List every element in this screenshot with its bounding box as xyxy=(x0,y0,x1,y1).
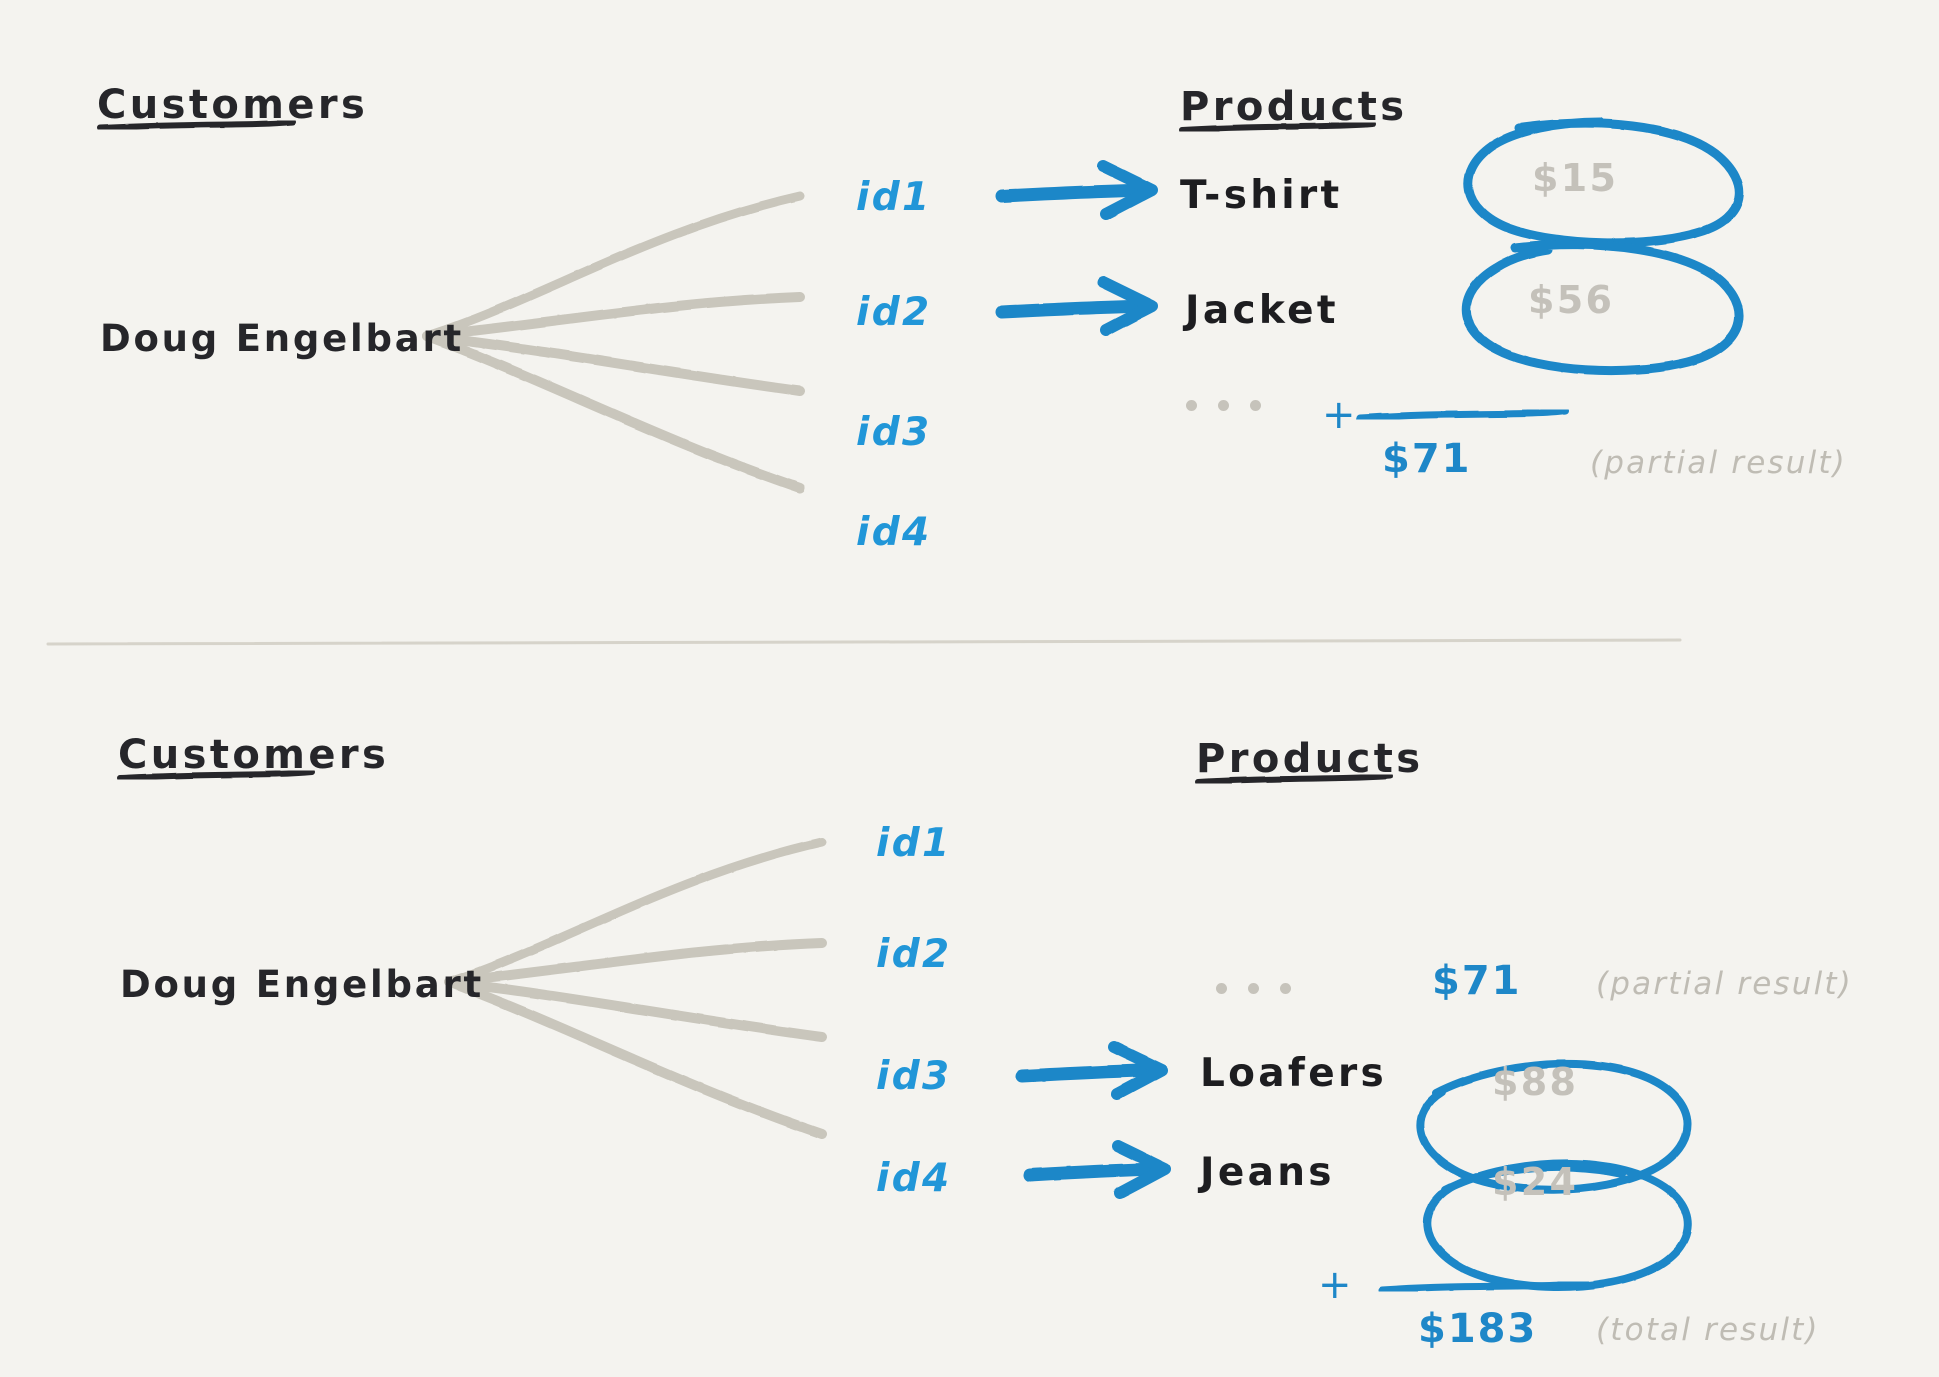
id-label-bottom-id2[interactable]: id2 xyxy=(876,932,952,977)
price-jacket: $56 xyxy=(1528,278,1615,322)
sum-note-top: (partial result) xyxy=(1590,445,1847,481)
product-label-loafers: Loafers xyxy=(1200,1051,1388,1096)
product-label-tshirt: T-shirt xyxy=(1180,173,1343,218)
sum-rule-bottom xyxy=(1378,1279,1590,1294)
customers-heading-top: Customers xyxy=(97,82,369,128)
fan-lines-top xyxy=(422,191,805,493)
panel-divider xyxy=(46,638,1682,646)
id-label-top-id2[interactable]: id2 xyxy=(856,290,932,335)
sum-rule-top xyxy=(1356,407,1570,422)
id-label-bottom-id1[interactable]: id1 xyxy=(876,821,952,866)
carried-partial-note: (partial result) xyxy=(1596,966,1853,1002)
id-label-top-id3[interactable]: id3 xyxy=(856,410,932,455)
id-label-bottom-id4[interactable]: id4 xyxy=(876,1156,952,1201)
products-heading-top: Products xyxy=(1180,84,1408,130)
carried-partial-value: $71 xyxy=(1432,958,1522,1004)
products-heading-bottom: Products xyxy=(1196,736,1424,782)
arrow-id3-to-loafers xyxy=(1015,1041,1168,1100)
id-label-bottom-id3[interactable]: id3 xyxy=(876,1054,952,1099)
id-label-top-id4[interactable]: id4 xyxy=(856,510,932,555)
sum-value-top: $71 xyxy=(1382,436,1472,482)
customers-heading-bottom: Customers xyxy=(118,732,390,778)
total-note: (total result) xyxy=(1596,1312,1820,1348)
customer-name-bottom: Doug Engelbart xyxy=(120,963,484,1006)
price-tshirt: $15 xyxy=(1532,156,1619,200)
arrow-id4-to-jeans xyxy=(1023,1140,1171,1199)
ellipsis-top xyxy=(1186,400,1261,411)
price-loafers: $88 xyxy=(1492,1060,1579,1104)
arrow-id1-to-tshirt xyxy=(995,160,1158,220)
customer-name-top: Doug Engelbart xyxy=(100,317,464,360)
plus-sign-top: + xyxy=(1322,392,1356,438)
ellipsis-bottom xyxy=(1216,983,1291,994)
product-label-jacket: Jacket xyxy=(1185,288,1339,333)
id-label-top-id1[interactable]: id1 xyxy=(856,175,932,220)
product-label-jeans: Jeans xyxy=(1200,1150,1335,1195)
price-jeans: $24 xyxy=(1492,1160,1579,1204)
total-value: $183 xyxy=(1418,1306,1538,1352)
arrow-id2-to-jacket xyxy=(995,276,1158,336)
plus-sign-bottom: + xyxy=(1318,1262,1352,1308)
fan-lines-bottom xyxy=(444,837,827,1139)
